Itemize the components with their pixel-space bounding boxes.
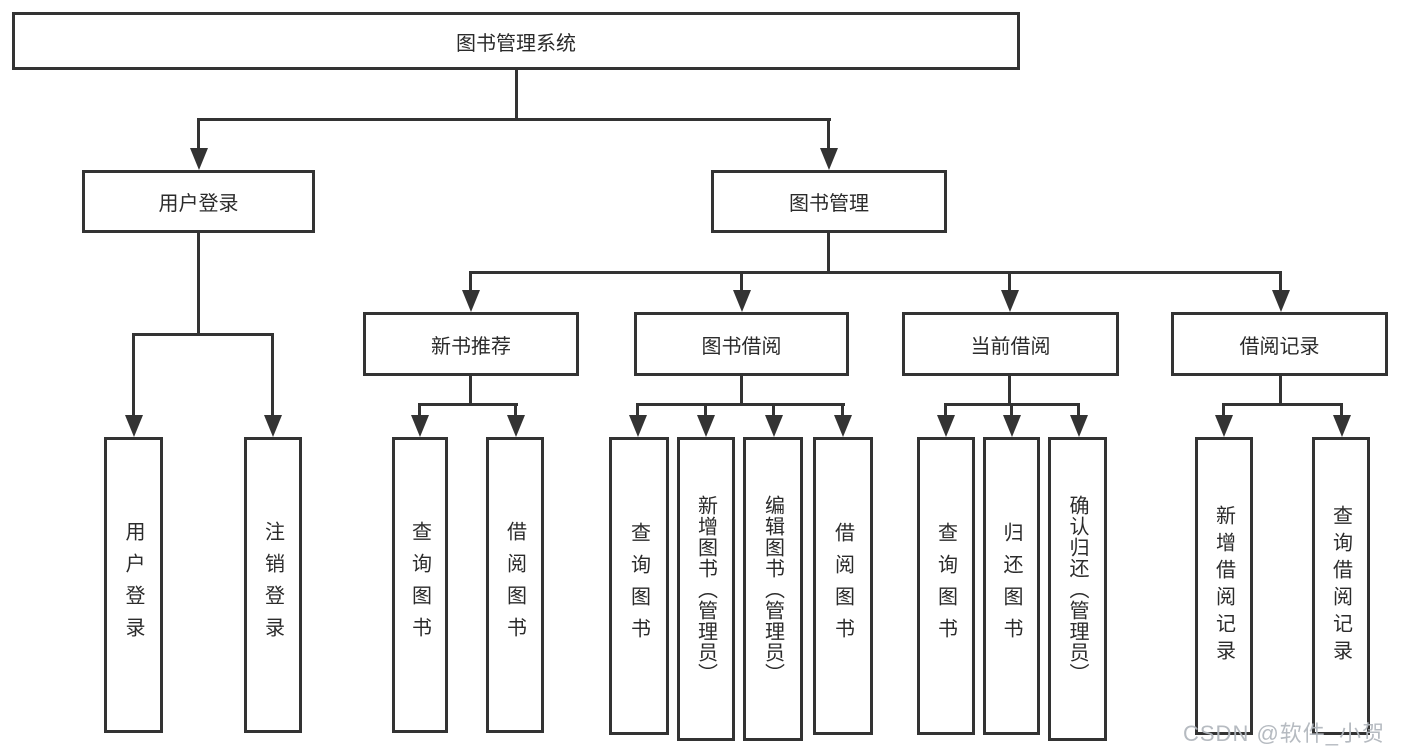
connector-current-stem bbox=[1008, 376, 1011, 405]
leaf-cb-query-books: 查询图书 bbox=[917, 437, 975, 735]
arrow-borrow-records bbox=[1272, 290, 1290, 312]
arrow-cb-query bbox=[937, 415, 955, 437]
arrow-current-borrow bbox=[1001, 290, 1019, 312]
connector-root-stem bbox=[515, 70, 518, 120]
connector-drop-current-borrow bbox=[1008, 271, 1011, 294]
connector-drop-rec-add bbox=[1222, 403, 1225, 419]
leaf-nb-query-books: 查询图书 bbox=[392, 437, 448, 733]
leaf-nb-borrow-books: 借阅图书 bbox=[486, 437, 544, 733]
connector-book-mgmt-stem bbox=[827, 233, 830, 273]
arrow-nb-query bbox=[411, 415, 429, 437]
node-borrowing-records: 借阅记录 bbox=[1171, 312, 1388, 376]
node-book-management: 图书管理 bbox=[711, 170, 947, 233]
connector-drop-cb-return bbox=[1010, 403, 1013, 419]
connector-drop-bb-borrow bbox=[841, 403, 844, 419]
node-current-borrowing: 当前借阅 bbox=[902, 312, 1119, 376]
connector-drop-bb-query bbox=[636, 403, 639, 419]
connector-drop-logout-leaf bbox=[271, 333, 274, 418]
leaf-cb-confirm-return-admin: 确认归还（管理员） bbox=[1048, 437, 1107, 741]
leaf-cb-return-books: 归还图书 bbox=[983, 437, 1040, 735]
leaf-bb-add-books-admin: 新增图书（管理员） bbox=[677, 437, 735, 741]
leaf-rec-query-borrow-record: 查询借阅记录 bbox=[1312, 437, 1370, 735]
leaf-bb-query-books: 查询图书 bbox=[609, 437, 669, 735]
leaf-bb-edit-books-admin: 编辑图书（管理员） bbox=[743, 437, 803, 741]
arrow-login-leaf bbox=[125, 415, 143, 437]
arrow-book-borrow bbox=[733, 290, 751, 312]
arrow-rec-add bbox=[1215, 415, 1233, 437]
arrow-bb-borrow bbox=[834, 415, 852, 437]
arrow-bb-edit bbox=[765, 415, 783, 437]
leaf-bb-borrow-books: 借阅图书 bbox=[813, 437, 873, 735]
arrow-new-book bbox=[462, 290, 480, 312]
connector-drop-login-leaf bbox=[132, 333, 135, 418]
connector-borrowing-bar bbox=[637, 403, 845, 406]
connector-drop-book-borrow bbox=[740, 271, 743, 294]
connector-user-login-bar bbox=[133, 333, 273, 336]
node-user-login: 用户登录 bbox=[82, 170, 315, 233]
connector-book-mgmt-bar bbox=[469, 271, 1282, 274]
connector-user-login-stem bbox=[197, 233, 200, 335]
connector-drop-book-management bbox=[827, 118, 830, 150]
connector-drop-new-book bbox=[469, 271, 472, 294]
connector-newbook-stem bbox=[469, 376, 472, 405]
arrow-nb-borrow bbox=[507, 415, 525, 437]
arrow-bb-add bbox=[697, 415, 715, 437]
arrow-user-login bbox=[190, 148, 208, 170]
connector-drop-nb-borrow bbox=[514, 403, 517, 419]
connector-newbook-bar bbox=[419, 403, 518, 406]
leaf-rec-add-borrow-record: 新增借阅记录 bbox=[1195, 437, 1253, 735]
node-new-book-recommendation: 新书推荐 bbox=[363, 312, 579, 376]
arrow-cb-confirm bbox=[1070, 415, 1088, 437]
connector-drop-nb-query bbox=[418, 403, 421, 419]
arrow-logout-leaf bbox=[264, 415, 282, 437]
connector-drop-cb-query bbox=[944, 403, 947, 419]
node-library-management-system: 图书管理系统 bbox=[12, 12, 1020, 70]
connector-drop-borrow-records bbox=[1279, 271, 1282, 294]
connector-drop-bb-add bbox=[704, 403, 707, 419]
arrow-rec-query bbox=[1333, 415, 1351, 437]
connector-drop-rec-query bbox=[1340, 403, 1343, 419]
connector-drop-cb-confirm bbox=[1077, 403, 1080, 419]
connector-root-bar bbox=[198, 118, 831, 121]
csdn-watermark: CSDN @软件_小贺同学 bbox=[1183, 721, 1386, 746]
arrow-book-management bbox=[820, 148, 838, 170]
connector-records-bar bbox=[1223, 403, 1343, 406]
leaf-logout: 注销登录 bbox=[244, 437, 302, 733]
arrow-bb-query bbox=[629, 415, 647, 437]
connector-records-stem bbox=[1279, 376, 1282, 405]
connector-borrowing-stem bbox=[740, 376, 743, 405]
connector-drop-user-login bbox=[197, 118, 200, 150]
connector-drop-bb-edit bbox=[772, 403, 775, 419]
leaf-user-login: 用户登录 bbox=[104, 437, 163, 733]
node-book-borrowing: 图书借阅 bbox=[634, 312, 849, 376]
arrow-cb-return bbox=[1003, 415, 1021, 437]
